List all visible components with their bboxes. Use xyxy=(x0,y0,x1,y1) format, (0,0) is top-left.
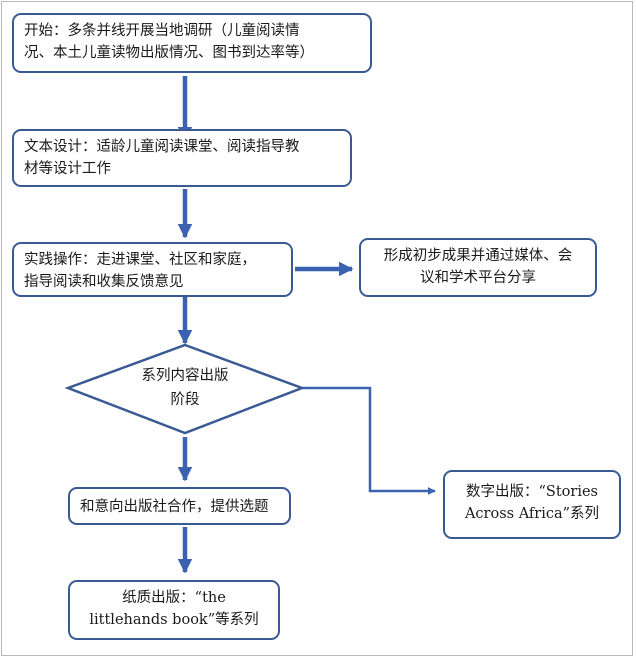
paper-line-1: 纸质出版：“the xyxy=(122,590,226,606)
decision-diamond xyxy=(64,343,306,435)
paper-box: 纸质出版：“the littlehands book”等系列 xyxy=(68,580,280,640)
cooperation-line-1: 和意向出版社合作，提供选题 xyxy=(80,499,269,515)
stage-label: 系列内容出版 阶段 xyxy=(95,364,275,412)
share-box: 形成初步成果并通过媒体、会 议和学术平台分享 xyxy=(359,238,597,297)
share-line-1: 形成初步成果并通过媒体、会 xyxy=(383,248,573,264)
practice-box: 实践操作：走进课堂、社区和家庭， 指导阅读和收集反馈意见 xyxy=(12,242,293,297)
digital-line-1: 数字出版：“Stories xyxy=(466,484,598,500)
share-line-2: 议和学术平台分享 xyxy=(420,270,536,286)
digital-box: 数字出版：“Stories Across Africa”系列 xyxy=(443,470,621,539)
start-line-1: 开始：多条并线开展当地调研（儿童阅读情 xyxy=(24,23,300,39)
practice-line-2: 指导阅读和收集反馈意见 xyxy=(24,274,184,290)
stage-line-2: 阶段 xyxy=(170,392,200,408)
digital-line-2: Across Africa”系列 xyxy=(464,506,600,522)
start-box: 开始：多条并线开展当地调研（儿童阅读情 况、本土儿童读物出版情况、图书到达率等） xyxy=(12,13,372,73)
cooperation-box: 和意向出版社合作，提供选题 xyxy=(68,487,291,525)
start-line-2: 况、本土儿童读物出版情况、图书到达率等） xyxy=(24,45,314,61)
design-box: 文本设计：适龄儿童阅读课堂、阅读指导教 材等设计工作 xyxy=(12,129,352,187)
design-line-2: 材等设计工作 xyxy=(24,161,111,177)
paper-line-2: littlehands book”等系列 xyxy=(89,612,259,628)
stage-line-1: 系列内容出版 xyxy=(141,368,229,384)
design-line-1: 文本设计：适龄儿童阅读课堂、阅读指导教 xyxy=(24,139,300,155)
practice-line-1: 实践操作：走进课堂、社区和家庭， xyxy=(24,252,256,268)
arrow-stage-to-digital xyxy=(302,386,436,496)
